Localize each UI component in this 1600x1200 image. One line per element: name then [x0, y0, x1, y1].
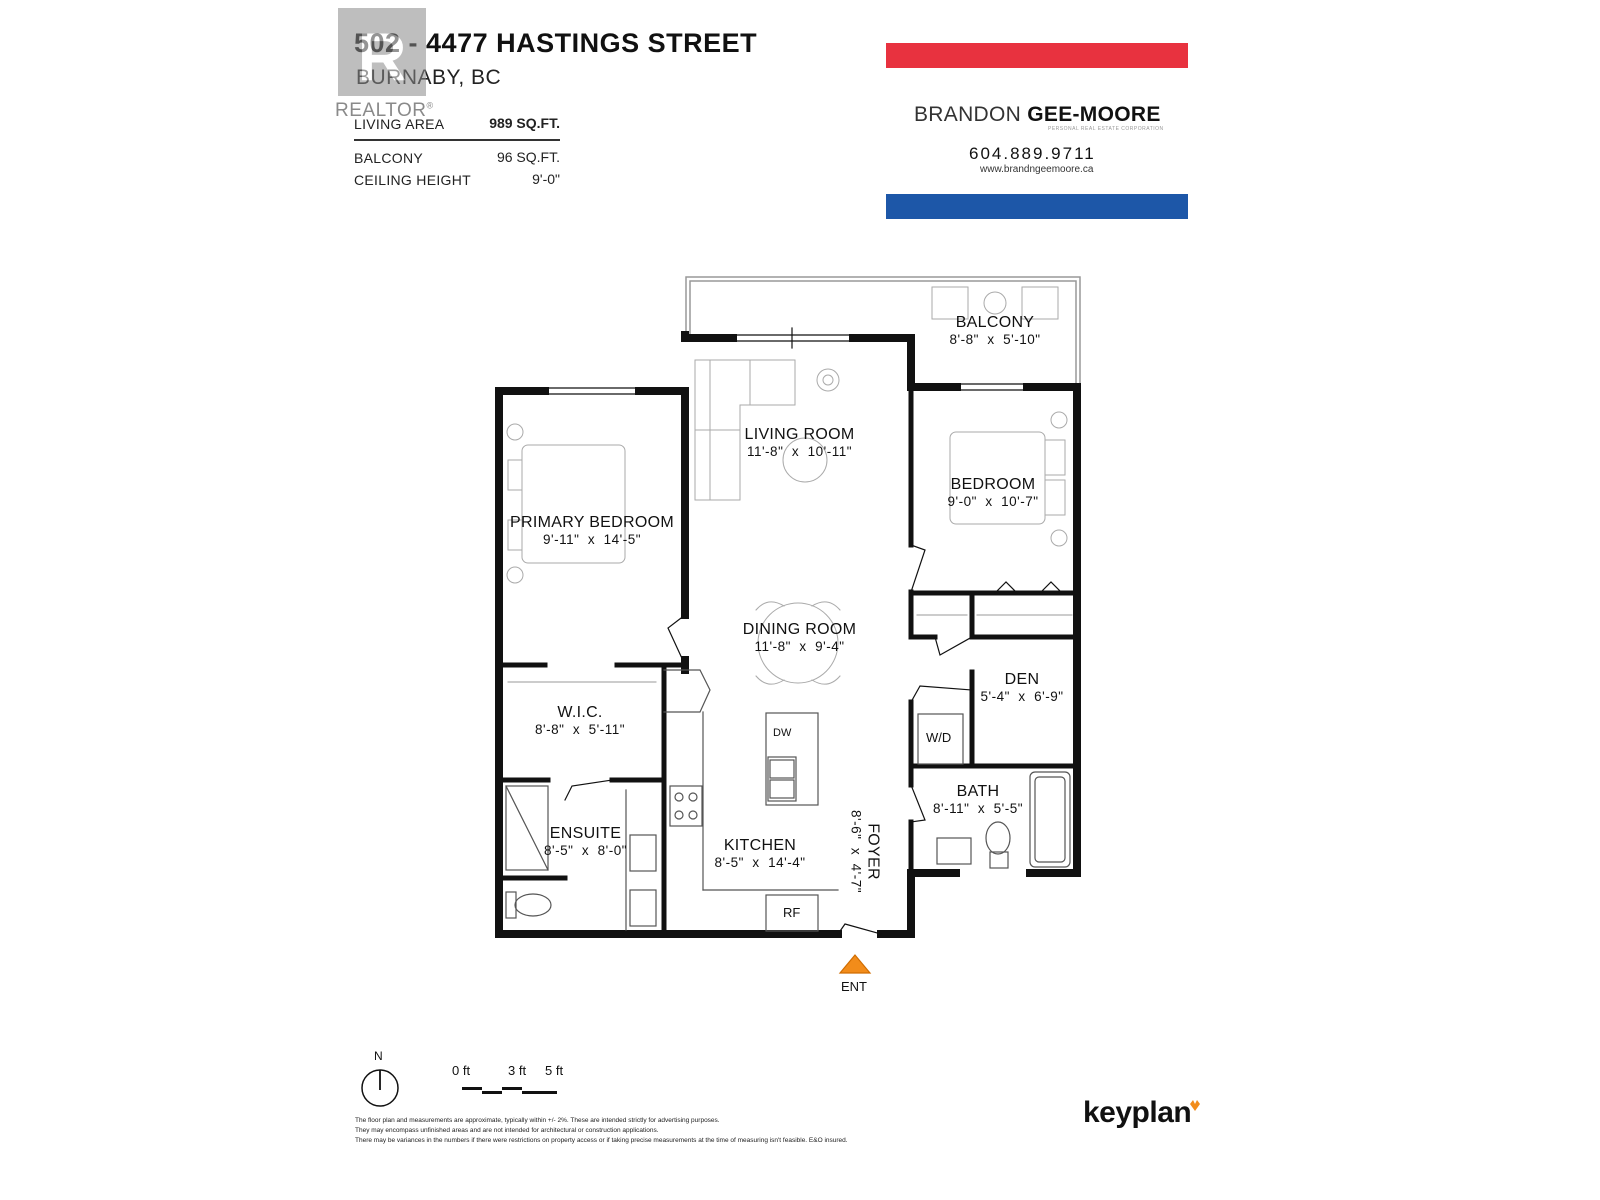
- room-dims: 5'-4" x 6'-9": [980, 689, 1064, 704]
- agent-first-name: BRANDON: [914, 103, 1022, 126]
- scale-0-label: 0 ft: [452, 1063, 471, 1078]
- bath-fixtures: [505, 713, 1071, 931]
- agent-tagline: PERSONAL REAL ESTATE CORPORATION: [1048, 126, 1164, 132]
- room-ensuite: ENSUITE 8'-5" x 8'-0": [528, 825, 643, 858]
- closet-rods: [507, 614, 1073, 683]
- disclaimer-line: They may encompass unfinished areas and …: [355, 1127, 659, 1134]
- sofa: [694, 359, 840, 501]
- room-dims: 9'-11" x 14'-5": [542, 532, 642, 547]
- agent-blue-bar: [886, 194, 1188, 219]
- scale-5-label: 5 ft: [545, 1063, 564, 1078]
- balcony-outline: [685, 276, 1081, 388]
- room-dims: 8'-11" x 5'-5": [932, 801, 1024, 816]
- entrance-arrow: [838, 954, 872, 974]
- room-dims: 8'-5" x 14'-4": [714, 855, 806, 870]
- room-bedroom: BEDROOM 9'-0" x 10'-7": [918, 476, 1068, 509]
- room-foyer: FOYER 8'-6" x 4'-7": [849, 787, 882, 917]
- washer-dryer-label: W/D: [926, 730, 952, 745]
- room-label: BEDROOM: [950, 476, 1036, 493]
- north-label: N: [374, 1049, 383, 1063]
- disclaimer-line: There may be variances in the numbers if…: [355, 1137, 848, 1144]
- fridge-label: RF: [783, 905, 801, 920]
- ceiling-height-label: CEILING HEIGHT: [354, 172, 471, 188]
- living-area-value: 989 SQ.FT.: [489, 115, 560, 131]
- scale-3-label: 3 ft: [508, 1063, 527, 1078]
- realtor-logo-text: REALTOR®: [335, 100, 434, 122]
- agent-phone[interactable]: 604.889.9711: [969, 144, 1096, 163]
- room-dims: 8'-5" x 8'-0": [543, 843, 627, 858]
- room-primary-bedroom: PRIMARY BEDROOM 9'-11" x 14'-5": [503, 514, 681, 547]
- room-label: FOYER: [864, 823, 882, 880]
- room-label: DEN: [1004, 671, 1040, 688]
- spec-divider: [354, 139, 560, 141]
- room-bath: BATH 8'-11" x 5'-5": [918, 783, 1038, 816]
- balcony-area-label: BALCONY: [354, 150, 424, 166]
- room-kitchen: KITCHEN 8'-5" x 14'-4": [700, 837, 820, 870]
- kitchen-fixtures: [663, 669, 839, 932]
- room-label: W.I.C.: [557, 704, 603, 721]
- room-den: DEN 5'-4" x 6'-9": [972, 671, 1072, 704]
- dining-table: [755, 601, 841, 685]
- keyplan-accent-icon: [1190, 1100, 1200, 1111]
- entrance-label: ENT: [841, 979, 867, 994]
- realtor-text: REALTOR: [335, 100, 427, 121]
- agent-red-bar: [886, 43, 1188, 68]
- room-label: PRIMARY BEDROOM: [510, 514, 674, 531]
- keyplan-logo: keyplan: [1083, 1096, 1192, 1129]
- beds: [506, 286, 1068, 584]
- room-dims: 11'-8" x 10'-11": [746, 444, 853, 459]
- room-label: ENSUITE: [549, 825, 622, 842]
- registered-mark: ®: [426, 100, 434, 111]
- agent-website[interactable]: www.brandngeemoore.ca: [980, 164, 1094, 175]
- disclaimer-line: The floor plan and measurements are appr…: [355, 1117, 720, 1124]
- room-dims: 8'-8" x 5'-11": [534, 722, 626, 737]
- scale-bar: [462, 1087, 557, 1094]
- room-living-room: LIVING ROOM 11'-8" x 10'-11": [722, 426, 877, 459]
- room-label: BALCONY: [955, 314, 1035, 331]
- doors: [564, 544, 1063, 935]
- room-dims: 11'-8" x 9'-4": [754, 639, 845, 654]
- room-label: BATH: [956, 783, 1000, 800]
- room-label: LIVING ROOM: [744, 426, 855, 443]
- windows: [544, 327, 1028, 395]
- living-area-label: LIVING AREA: [354, 116, 445, 132]
- balcony-area-value: 96 SQ.FT.: [496, 149, 560, 165]
- agent-name: BRANDON GEE-MOORE: [914, 103, 1161, 127]
- disclaimer: The floor plan and measurements are appr…: [355, 1116, 975, 1146]
- room-label: KITCHEN: [723, 837, 797, 854]
- compass-icon: [361, 1069, 399, 1107]
- dishwasher-label: DW: [773, 727, 792, 739]
- room-dining-room: DINING ROOM 11'-8" x 9'-4": [722, 621, 877, 654]
- room-balcony: BALCONY 8'-8" x 5'-10": [920, 314, 1070, 347]
- room-dims: 9'-0" x 10'-7": [947, 494, 1039, 509]
- agent-last-name: GEE-MOORE: [1027, 103, 1161, 126]
- room-label: DINING ROOM: [742, 621, 857, 638]
- room-wic: W.I.C. 8'-8" x 5'-11": [510, 704, 650, 737]
- room-dims: 8'-8" x 5'-10": [949, 332, 1041, 347]
- realtor-logo: R: [336, 6, 431, 124]
- realtor-logo-letter: R: [357, 19, 406, 95]
- ceiling-height-value: 9'-0": [532, 171, 560, 187]
- interior-walls: [496, 384, 1080, 937]
- room-dims: 8'-6" x 4'-7": [848, 809, 864, 893]
